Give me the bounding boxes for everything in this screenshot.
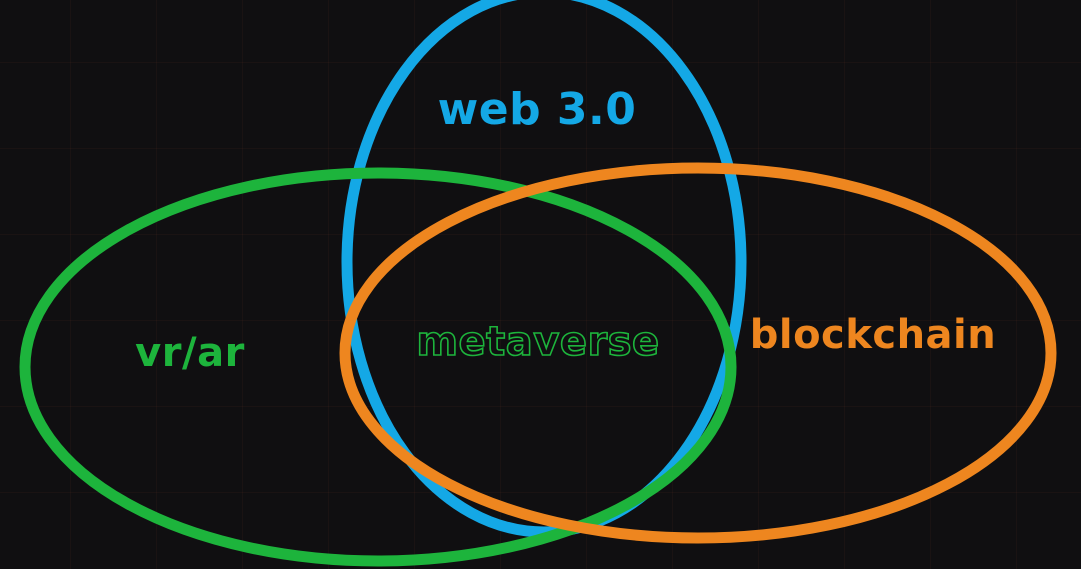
blockchain-label: blockchain: [750, 312, 997, 358]
blockchain-circle: [339, 162, 1057, 544]
web3-circle: [341, 0, 747, 538]
web3-label: web 3.0: [438, 84, 637, 135]
vrar-circle: [19, 167, 737, 567]
metaverse-label: metaverse: [416, 319, 659, 365]
vrar-label: vr/ar: [135, 330, 245, 376]
